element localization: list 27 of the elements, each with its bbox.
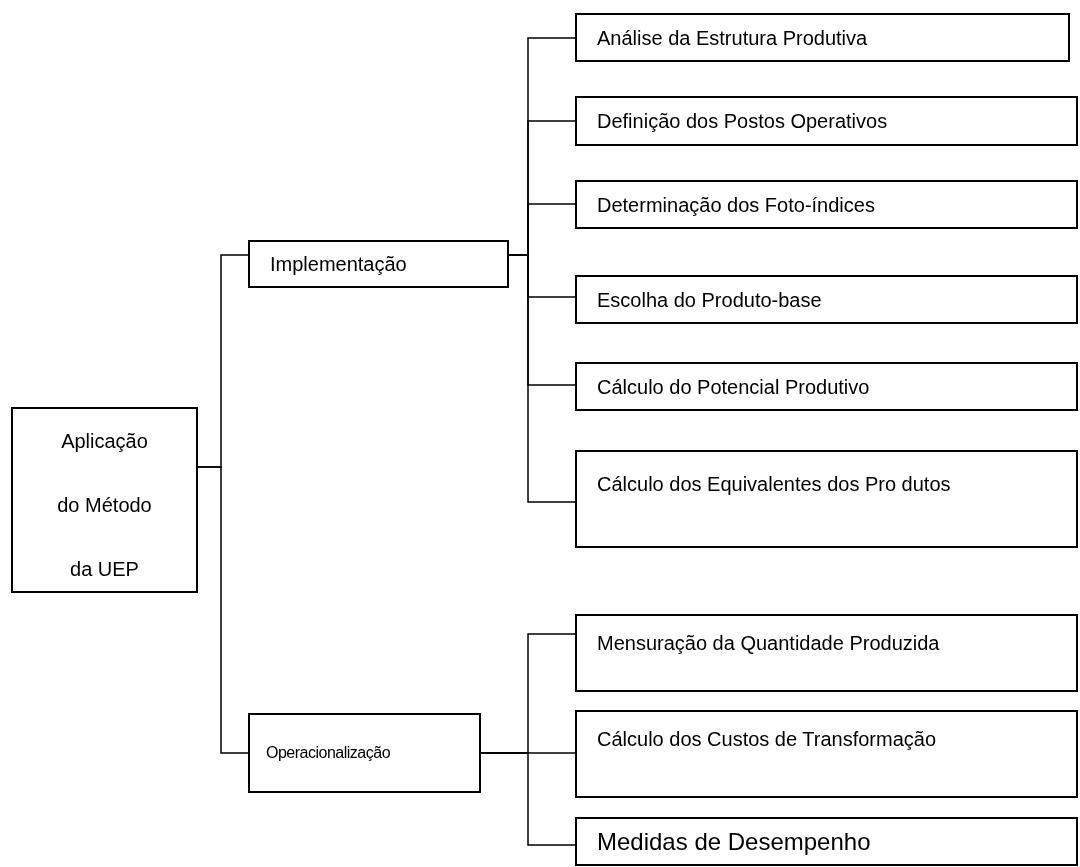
process-box	[575, 275, 1078, 324]
process-box	[575, 362, 1078, 411]
box-label: Cálculo do Potencial Produtivo	[597, 374, 870, 400]
process-box	[575, 710, 1078, 798]
box-label: Determinação dos Foto-índices	[597, 192, 875, 218]
process-box	[575, 180, 1078, 229]
process-box	[575, 96, 1078, 146]
process-box	[248, 713, 481, 793]
connector-line	[480, 752, 576, 846]
box-label: Cálculo dos Custos de Transformação	[597, 727, 937, 752]
process-box	[575, 614, 1078, 692]
box-label: Medidas de Desempenho	[597, 826, 871, 857]
box-label: Análise da Estrutura Produtiva	[597, 25, 868, 51]
process-box	[575, 450, 1078, 548]
connector-line	[508, 254, 576, 503]
box-label: Escolha do Produto-base	[597, 287, 822, 313]
box-label: Cálculo dos Equivalentes dos Pro dutos	[597, 472, 952, 497]
box-label: Operacionalização	[266, 743, 391, 763]
box-label: Implementação	[270, 252, 407, 277]
process-box	[575, 13, 1070, 62]
process-box	[11, 407, 198, 593]
connector-line	[197, 466, 249, 754]
box-label: Definição dos Postos Operativos	[597, 109, 888, 134]
process-box	[248, 240, 509, 288]
process-box	[575, 817, 1078, 866]
box-label: Aplicação do Método da UEP	[56, 429, 153, 582]
box-label: Mensuração da Quantidade Produzida	[597, 631, 940, 656]
